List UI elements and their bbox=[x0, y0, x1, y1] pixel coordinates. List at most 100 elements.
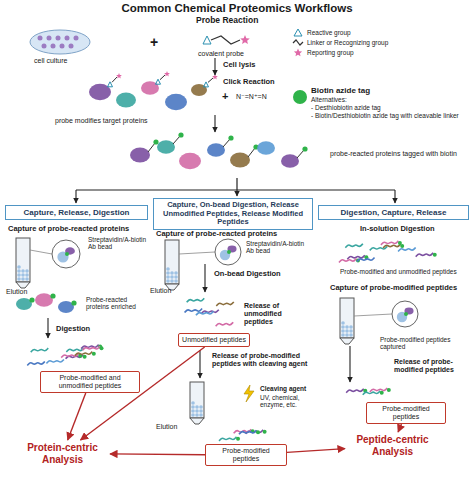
flow-line bbox=[211, 36, 240, 44]
biotin-tag bbox=[29, 297, 34, 302]
legend-entry: Reporting group bbox=[292, 48, 354, 57]
bead bbox=[199, 409, 203, 413]
step-label: Probe Reaction bbox=[196, 16, 258, 26]
biotin-tag bbox=[256, 430, 260, 434]
bead bbox=[166, 279, 170, 283]
column-tip bbox=[16, 282, 30, 288]
step-label: Digestion bbox=[56, 325, 90, 334]
protein bbox=[165, 94, 187, 111]
workflow-header: Digestion, Capture, Release bbox=[318, 205, 469, 220]
bead bbox=[397, 312, 407, 322]
flow-line bbox=[173, 136, 180, 144]
biotin-tag bbox=[293, 90, 307, 104]
analysis-arrow bbox=[110, 453, 205, 455]
bead bbox=[341, 333, 345, 337]
peptide bbox=[46, 359, 64, 363]
analysis-arrow bbox=[68, 393, 86, 440]
flow-arrow bbox=[214, 58, 215, 75]
legend-swatch bbox=[292, 48, 304, 57]
peptide bbox=[31, 348, 48, 352]
note-label: Probe-modified peptides captured bbox=[380, 336, 470, 351]
peptide bbox=[381, 241, 399, 245]
bead bbox=[17, 277, 21, 281]
node-text: Digestion, Capture, Release bbox=[322, 208, 465, 217]
biotin-tag bbox=[153, 139, 158, 144]
note-label: covalent probe bbox=[198, 50, 244, 58]
note-label: probe modifies target proteins bbox=[55, 117, 195, 125]
column bbox=[16, 238, 30, 282]
bead bbox=[220, 250, 230, 260]
peptide bbox=[345, 244, 363, 248]
flow-line bbox=[112, 77, 117, 82]
bead bbox=[195, 409, 199, 413]
flow-arrow bbox=[199, 350, 200, 378]
step-label: + bbox=[150, 34, 158, 50]
bead bbox=[349, 325, 353, 329]
analysis-label: Peptide-centric Analysis bbox=[345, 432, 440, 459]
reactive-group bbox=[203, 36, 211, 44]
flow-arrow bbox=[236, 190, 237, 196]
note-label: UV, chemical, enzyme, etc. bbox=[260, 394, 318, 409]
node-text: Capture, Release, Digestion bbox=[9, 208, 144, 217]
note-label: N⁻=N⁺=N bbox=[236, 93, 267, 101]
protein bbox=[257, 141, 275, 155]
bead bbox=[17, 269, 21, 273]
cell bbox=[56, 36, 61, 41]
note-label: - Biotin/Desthiobiotin azide tag with cl… bbox=[311, 112, 466, 119]
biotin-tag bbox=[92, 352, 96, 356]
step-label: Release of unmodified peptides bbox=[244, 302, 312, 326]
biotin-tag bbox=[236, 437, 240, 441]
note-label: cell culture bbox=[34, 57, 67, 65]
title: Common Chemical Proteomics Workflows bbox=[0, 2, 474, 15]
bead bbox=[349, 329, 353, 333]
cell bbox=[38, 36, 43, 41]
bead bbox=[345, 329, 349, 333]
analysis-arrow bbox=[398, 424, 401, 432]
legend-text: Linker or Recognizing group bbox=[307, 39, 388, 46]
analysis-arrow bbox=[81, 347, 205, 440]
step-label: Release of probe-modified peptides bbox=[394, 358, 472, 374]
cell bbox=[51, 44, 56, 49]
note-label: Elution bbox=[150, 287, 171, 295]
protein bbox=[281, 154, 299, 168]
peptide bbox=[187, 298, 205, 302]
bead bbox=[195, 405, 199, 409]
note-label: Probe-reacted proteins enriched bbox=[86, 296, 148, 311]
flow-line bbox=[76, 189, 395, 190]
reactive-group bbox=[204, 82, 209, 87]
biotin-tag bbox=[65, 252, 69, 256]
peptide bbox=[75, 352, 93, 356]
biotin-tag bbox=[227, 250, 231, 254]
bead bbox=[25, 277, 29, 281]
result-box: Unmodified peptides bbox=[178, 333, 250, 347]
node-text: Unmodified peptides bbox=[182, 336, 246, 344]
bead bbox=[341, 329, 345, 333]
magnifier bbox=[392, 301, 418, 327]
protein bbox=[35, 293, 53, 307]
result-box: Probe-modified peptides bbox=[205, 444, 287, 466]
protein bbox=[157, 140, 175, 154]
step-label: Capture of probe-reacted proteins bbox=[156, 230, 311, 239]
bead bbox=[21, 269, 25, 273]
bead bbox=[191, 409, 195, 413]
node-text: Peptide-centric Analysis bbox=[347, 434, 438, 457]
column bbox=[165, 240, 179, 284]
protein bbox=[116, 93, 136, 108]
flow-line bbox=[30, 250, 52, 254]
node-text: Probe-modified and unmodified peptides bbox=[44, 374, 136, 390]
node-text: Probe-modified peptides bbox=[370, 405, 442, 421]
step-label: Biotin azide tag bbox=[311, 86, 370, 95]
reporting-group bbox=[240, 35, 250, 44]
step-label: Cleaving agent bbox=[260, 385, 306, 392]
note-label: - Desthiobiotin azide tag bbox=[311, 104, 381, 111]
cell bbox=[65, 36, 70, 41]
column-tip bbox=[340, 338, 354, 344]
bead bbox=[174, 275, 178, 279]
magnifier bbox=[215, 239, 241, 265]
step-label: In-solution Digestion bbox=[360, 225, 470, 234]
step-label: Release of probe-modified peptides with … bbox=[212, 352, 312, 368]
bead bbox=[17, 265, 21, 269]
peptide bbox=[216, 302, 234, 306]
peptide bbox=[27, 361, 45, 365]
